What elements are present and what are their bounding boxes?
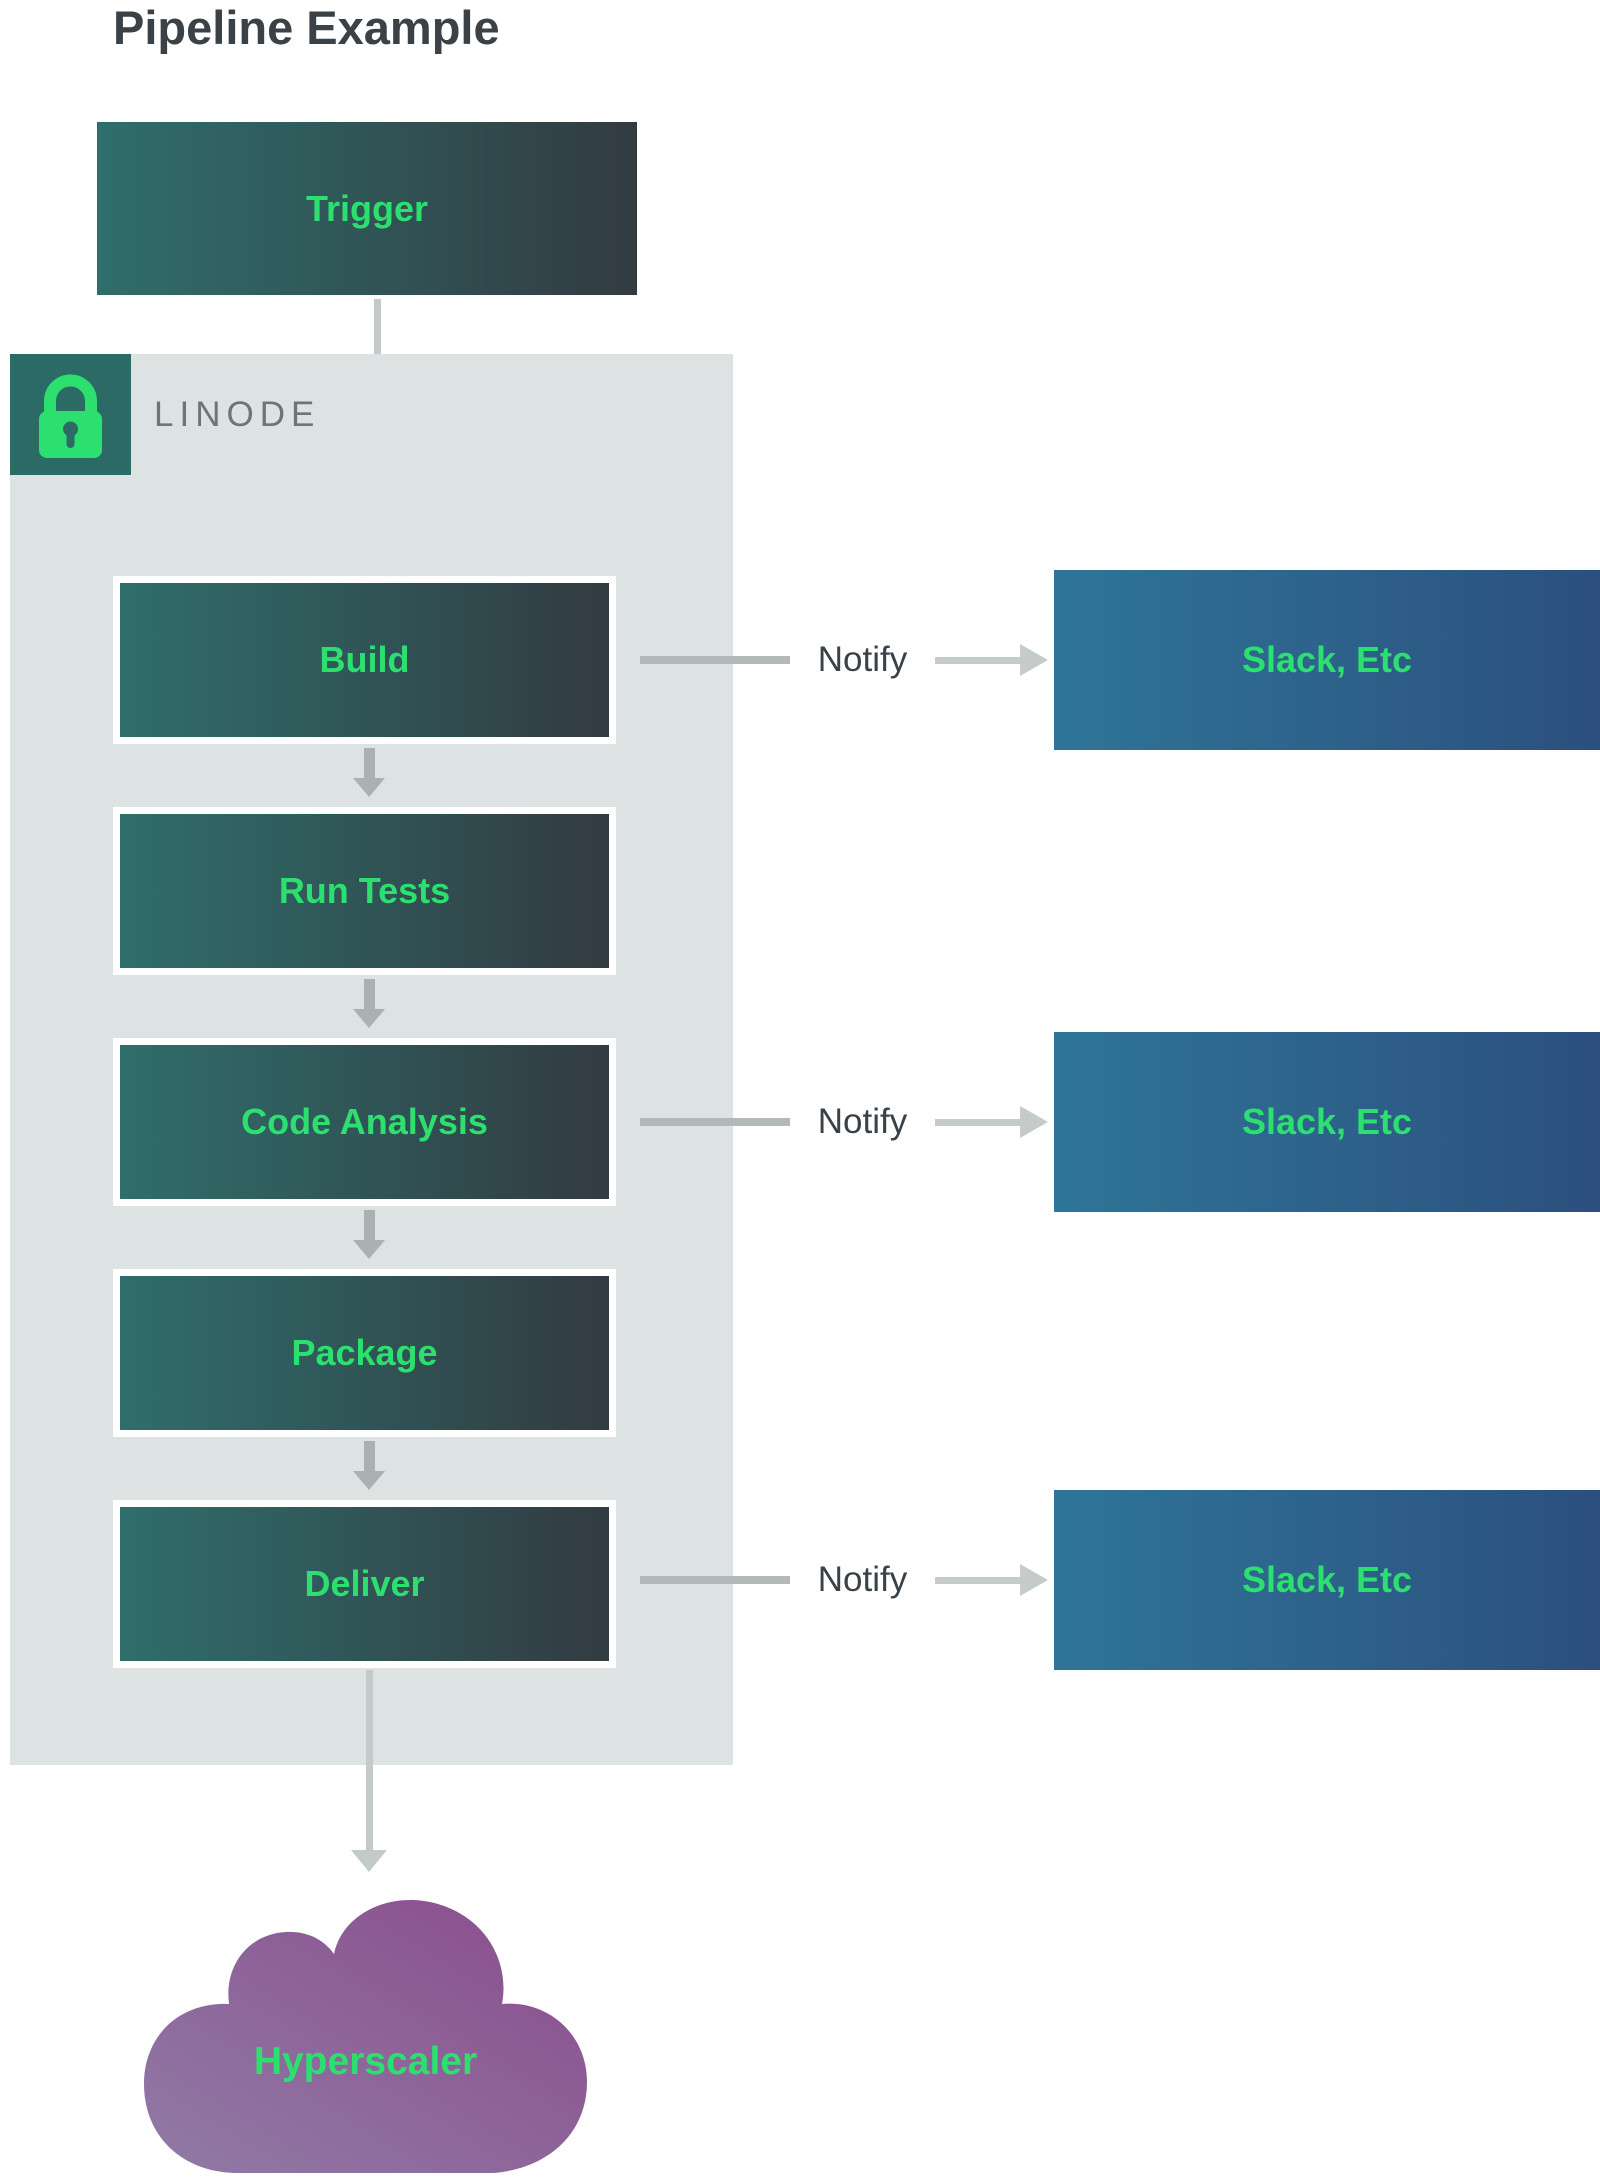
step-code-analysis-box: Code Analysis: [120, 1045, 609, 1199]
lock-icon: [39, 374, 102, 458]
step-build-label: Build: [319, 639, 410, 680]
linode-label: LINODE: [154, 394, 321, 434]
step-build: Build: [113, 576, 616, 744]
step-deliver: Deliver: [113, 1500, 616, 1668]
step-run-tests: Run Tests: [113, 807, 616, 975]
arrowhead-deliver-to-hyperscaler: [351, 1850, 387, 1872]
notify-label: Notify: [817, 640, 908, 679]
lock-badge: [10, 354, 131, 475]
arrow-deliver-to-hyperscaler: [366, 1670, 373, 1850]
trigger-node: Trigger: [97, 122, 637, 295]
arrowhead-runtests-to-codeanalysis: [353, 1009, 385, 1028]
notify-arrowhead-icon: [1020, 1564, 1048, 1596]
notify-arrow: [935, 657, 1020, 664]
notify-line: [640, 1118, 790, 1126]
notify-line: [640, 656, 790, 664]
arrow-package-to-deliver: [364, 1441, 375, 1471]
slack-label: Slack, Etc: [1241, 1559, 1413, 1600]
step-build-box: Build: [120, 583, 609, 737]
arrowhead-build-to-runtests: [353, 778, 385, 797]
step-deliver-box: Deliver: [120, 1507, 609, 1661]
slack-label: Slack, Etc: [1241, 1101, 1413, 1142]
notify-arrowhead-icon: [1020, 644, 1048, 676]
slack-node: Slack, Etc: [1054, 1032, 1600, 1212]
step-code-analysis: Code Analysis: [113, 1038, 616, 1206]
arrowhead-package-to-deliver: [353, 1471, 385, 1490]
slack-node: Slack, Etc: [1054, 1490, 1600, 1670]
notify-arrowhead-icon: [1020, 1106, 1048, 1138]
notify-row-build: Notify Slack, Etc: [620, 570, 1600, 750]
step-code-analysis-label: Code Analysis: [241, 1101, 488, 1142]
notify-row-code-analysis: Notify Slack, Etc: [620, 1032, 1600, 1212]
hyperscaler-label: Hyperscaler: [253, 2040, 478, 2083]
cloud-icon: [144, 1899, 587, 2173]
notify-arrow: [935, 1577, 1020, 1584]
slack-label: Slack, Etc: [1241, 639, 1413, 680]
arrow-runtests-to-codeanalysis: [364, 979, 375, 1009]
arrowhead-codeanalysis-to-package: [353, 1240, 385, 1259]
step-package-box: Package: [120, 1276, 609, 1430]
notify-arrow: [935, 1119, 1020, 1126]
step-deliver-label: Deliver: [304, 1563, 425, 1604]
arrow-codeanalysis-to-package: [364, 1210, 375, 1240]
notify-row-deliver: Notify Slack, Etc: [620, 1490, 1600, 1670]
step-run-tests-box: Run Tests: [120, 814, 609, 968]
step-run-tests-label: Run Tests: [278, 870, 451, 911]
slack-node: Slack, Etc: [1054, 570, 1600, 750]
step-package: Package: [113, 1269, 616, 1437]
page-title: Pipeline Example: [113, 1, 500, 54]
trigger-label: Trigger: [305, 187, 429, 229]
arrow-build-to-runtests: [364, 748, 375, 778]
notify-line: [640, 1576, 790, 1584]
notify-label: Notify: [817, 1102, 908, 1141]
step-package-label: Package: [291, 1332, 438, 1373]
notify-label: Notify: [817, 1560, 908, 1599]
